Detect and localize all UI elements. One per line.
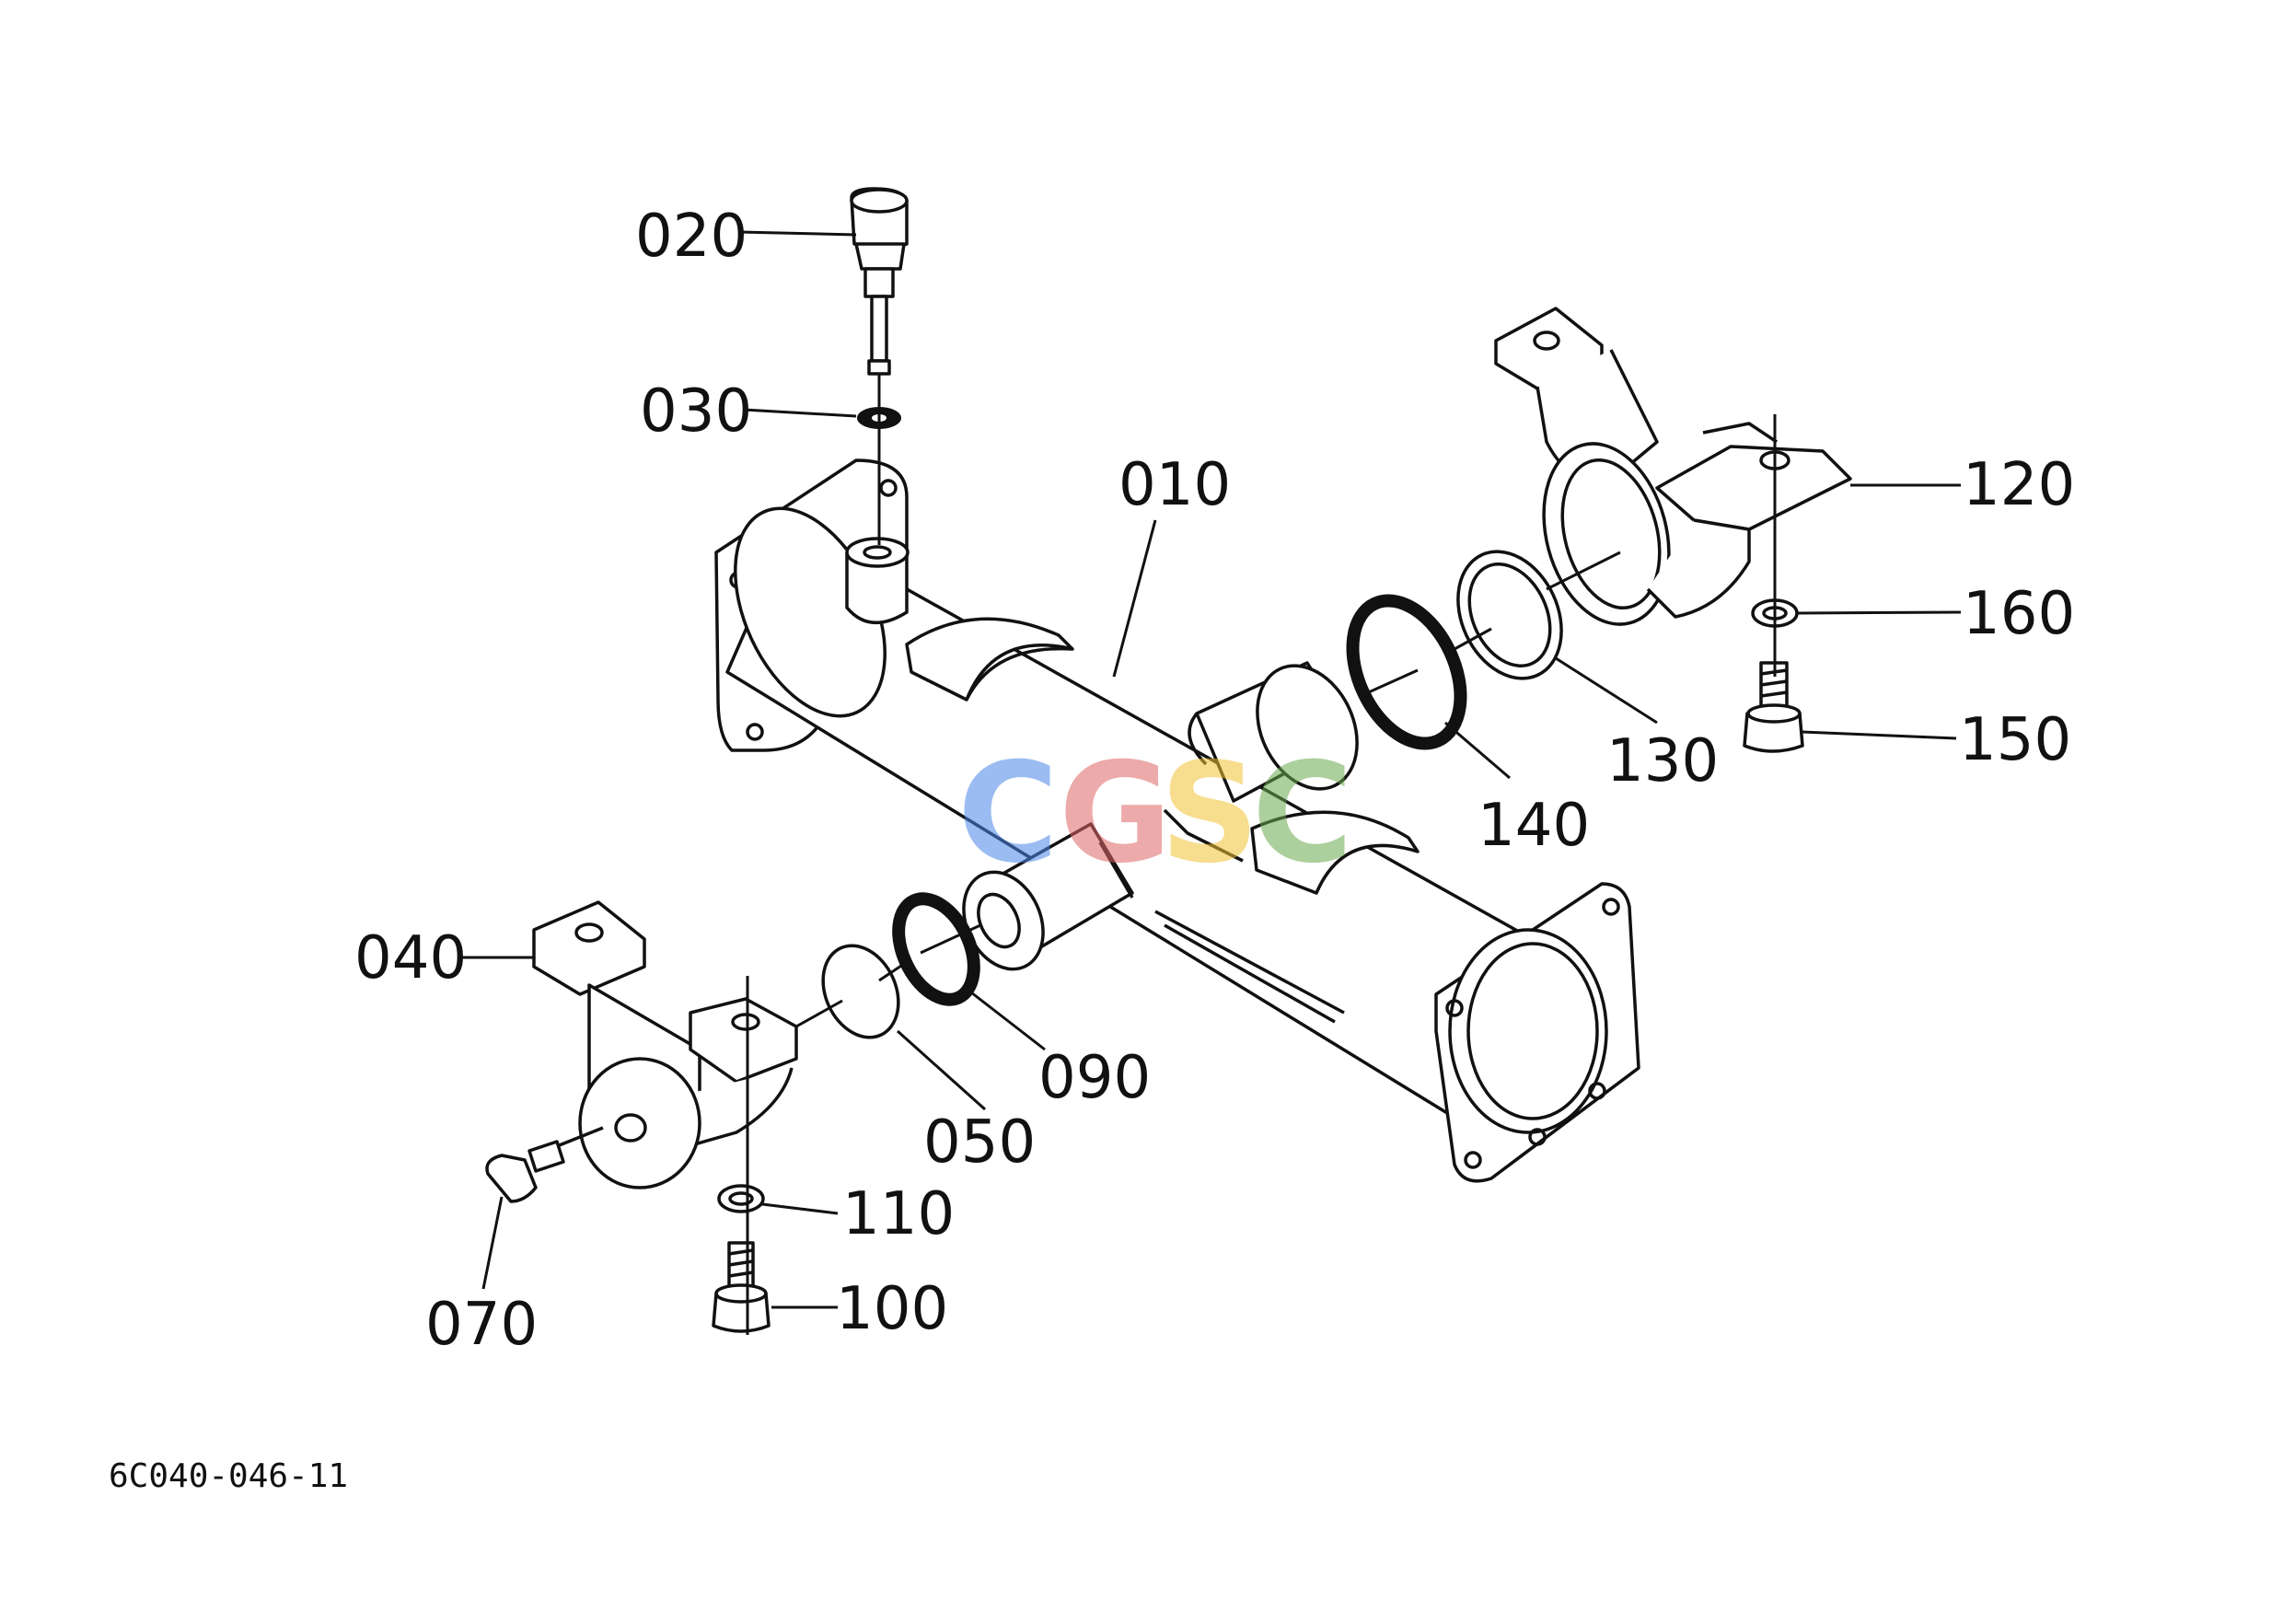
label-110: 110 (842, 1180, 955, 1248)
label-010: 010 (1118, 451, 1231, 519)
part-050-shim[interactable] (809, 934, 913, 1050)
part-070-screw[interactable] (485, 1126, 604, 1203)
label-120: 120 (1963, 451, 2075, 519)
label-140: 140 (1478, 792, 1590, 860)
part-040-front-bracket[interactable] (532, 900, 798, 1189)
label-050: 050 (923, 1108, 1036, 1177)
leader-lines (460, 230, 1962, 1309)
label-130: 130 (1606, 727, 1719, 795)
label-150: 150 (1959, 706, 2071, 774)
watermark-logo: C G S C (957, 734, 1353, 894)
watermark-letter: S (1160, 734, 1259, 894)
watermark-letter: G (1059, 734, 1172, 894)
watermark-letter: C (957, 734, 1059, 894)
label-040: 040 (354, 924, 467, 992)
part-010-axle-housing[interactable] (705, 458, 1640, 1183)
label-100: 100 (836, 1275, 948, 1343)
part-100-bolt[interactable] (712, 1241, 771, 1333)
part-labels: 020 030 010 040 090 050 110 100 070 120 … (354, 203, 2075, 1359)
part-110-spring-washer[interactable] (717, 1184, 765, 1213)
label-070: 070 (425, 1291, 538, 1359)
part-140-o-ring[interactable] (1331, 584, 1482, 761)
part-120-rear-bracket[interactable] (1494, 307, 1852, 638)
assembly-center-lines (746, 374, 1777, 1335)
part-020-plug[interactable] (850, 187, 909, 376)
part-150-bolt[interactable] (1743, 661, 1804, 753)
drawing-code: 6C040-046-11 (109, 1457, 348, 1495)
watermark-letter: C (1252, 734, 1353, 894)
label-090: 090 (1038, 1044, 1151, 1112)
part-130-thrust-collar[interactable] (1438, 535, 1581, 695)
label-020: 020 (635, 203, 747, 271)
label-030: 030 (640, 377, 752, 446)
label-160: 160 (1963, 580, 2075, 648)
